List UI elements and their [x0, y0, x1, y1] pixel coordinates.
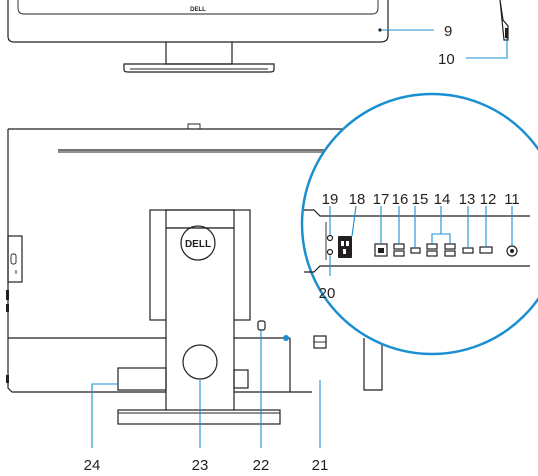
port-16-usb-b — [393, 250, 405, 257]
port-14-usb-4 — [444, 250, 456, 257]
callout-12: 12 — [480, 191, 497, 208]
leader-18 — [351, 205, 357, 237]
rear-view: DELL — [6, 123, 383, 425]
callout-20: 20 — [319, 285, 336, 302]
rear-panel-block-left — [117, 367, 167, 391]
rear-panel-block-right — [233, 369, 249, 389]
callout-17: 17 — [373, 191, 390, 208]
callout-19: 19 — [322, 191, 339, 208]
front-display-bezel — [7, 0, 389, 43]
callout-21: 21 — [312, 457, 329, 474]
rear-chassis-outline — [7, 129, 312, 393]
rear-dell-logo-ring — [180, 225, 216, 261]
leader-24 — [91, 383, 118, 448]
callout-13: 13 — [459, 191, 476, 208]
rear-camera-bump — [187, 123, 201, 129]
rear-stand-base — [117, 409, 281, 425]
side-power-button — [505, 28, 508, 38]
port-19 — [326, 234, 334, 242]
callout-16: 16 — [392, 191, 409, 208]
io-panel-top-edge — [304, 209, 530, 217]
leader-10 — [466, 38, 508, 59]
io-zoom-circle — [300, 92, 538, 356]
callout-14: 14 — [434, 191, 451, 208]
callout-15: 15 — [412, 191, 429, 208]
port-18-pin-1 — [341, 241, 344, 246]
front-dell-logo: DELL — [190, 7, 206, 13]
port-20 — [326, 248, 334, 256]
port-17-ethernet-jack — [378, 248, 384, 253]
rear-security-slot — [257, 320, 266, 331]
front-view: DELL — [7, 0, 509, 73]
io-panel-locator — [283, 335, 289, 341]
io-panel-bottom-edge — [304, 265, 530, 273]
port-11-center — [510, 249, 514, 253]
rear-side-port-3 — [6, 375, 9, 383]
rear-dell-logo: DELL — [185, 239, 211, 250]
rear-right-foot — [363, 338, 383, 391]
rear-side-port-2 — [6, 304, 9, 312]
front-stand-neck — [165, 42, 233, 65]
rear-cable-hole — [182, 344, 218, 380]
port-18-power — [338, 236, 352, 258]
front-stand-base — [123, 63, 275, 73]
callout-24: 24 — [84, 457, 101, 474]
callout-10: 10 — [438, 51, 455, 68]
front-sensor-dot — [378, 28, 382, 32]
rear-optical-eject — [10, 253, 17, 265]
io-zoom — [300, 92, 538, 356]
callout-11: 11 — [504, 191, 520, 208]
front-display-screen-edge — [17, 0, 379, 15]
callout-23: 23 — [192, 457, 209, 474]
port-18-pin-3 — [343, 249, 346, 254]
rear-optical-drive — [7, 235, 23, 283]
port-14-usb-2 — [426, 250, 438, 257]
port-18-pin-2 — [346, 241, 349, 246]
rear-stand-bracket-top — [165, 209, 235, 229]
callout-9: 9 — [444, 23, 452, 40]
callout-18: 18 — [349, 191, 366, 208]
callout-22: 22 — [253, 457, 270, 474]
rear-side-port-1 — [6, 290, 9, 300]
